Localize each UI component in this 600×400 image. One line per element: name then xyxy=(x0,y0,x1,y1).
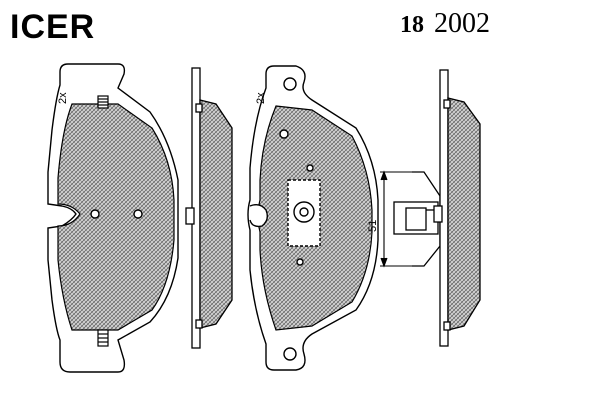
brand-logo: ICER xyxy=(10,8,96,46)
left-pad-front-view xyxy=(47,63,179,373)
spring-clip-bottom xyxy=(97,329,109,347)
right-pad-front-view xyxy=(247,65,379,371)
quantity-label-left: 2x xyxy=(57,92,69,104)
dimension-indicator xyxy=(380,170,412,268)
dimension-label: 51 xyxy=(367,220,379,232)
part-number-main: 2002 xyxy=(434,8,490,39)
quantity-label-right: 2x xyxy=(255,92,267,104)
wear-clip-detail xyxy=(393,171,441,267)
left-pad-side-view xyxy=(185,67,233,349)
right-pad-side-view xyxy=(433,69,481,347)
part-number: 18 2002 xyxy=(400,8,490,40)
part-number-prefix: 18 xyxy=(400,12,424,38)
spring-clip-top xyxy=(97,95,109,109)
